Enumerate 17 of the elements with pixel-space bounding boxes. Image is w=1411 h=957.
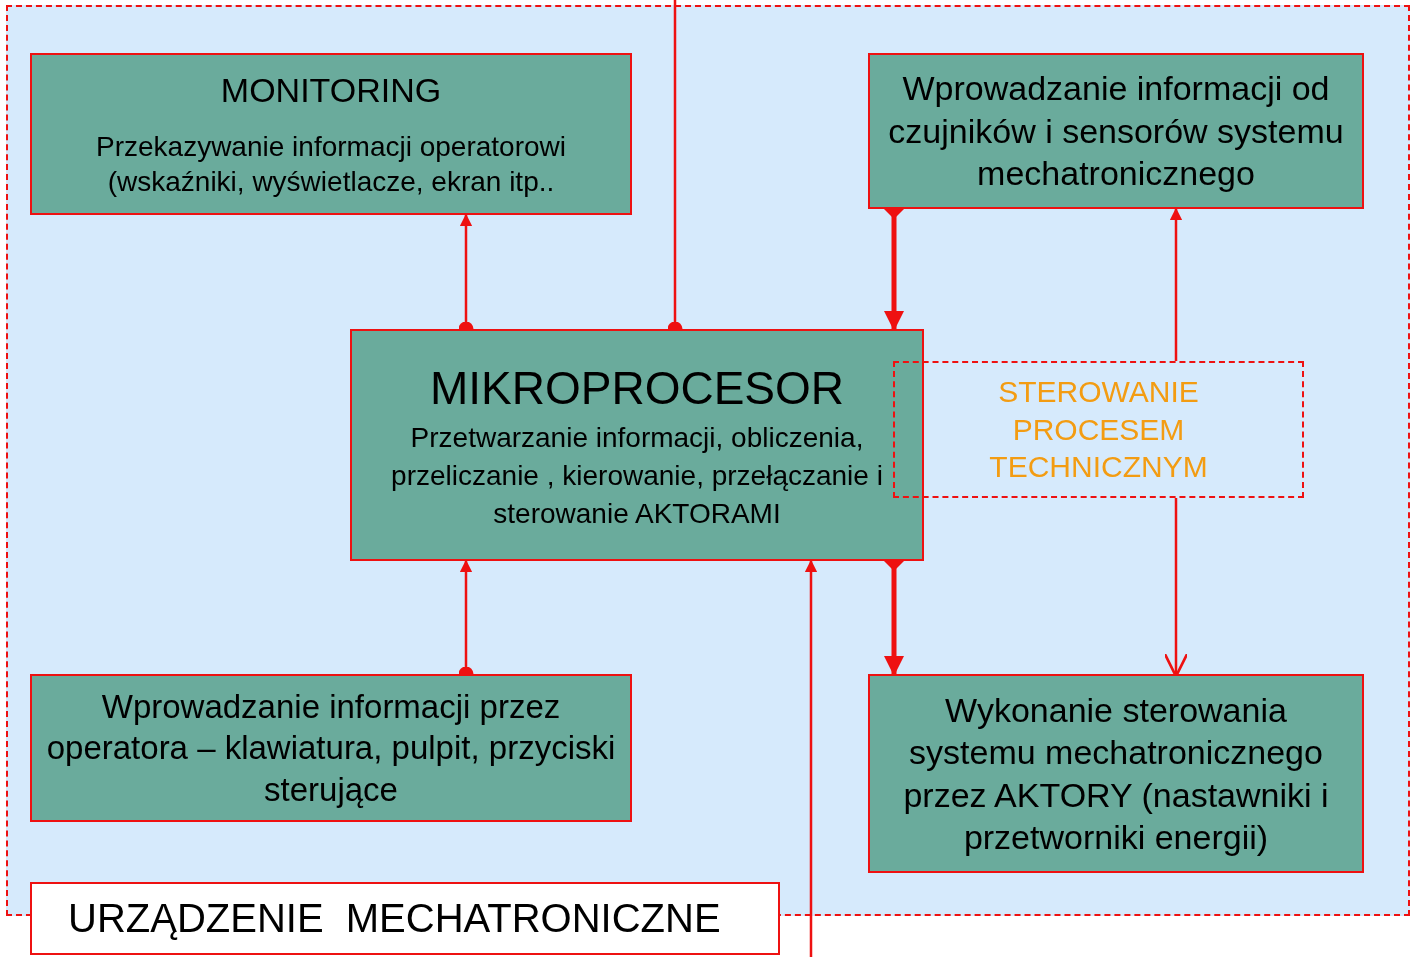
box-text: Przetwarzanie informacji, obliczenia, przeliczanie , kierowanie, przełączanie i sterowanie AKTORAMI xyxy=(390,421,884,531)
box-text: Wykonanie sterowania systemu mechatronicznego przez AKTORY (nastawniki i przetworniki energii) xyxy=(902,689,1330,858)
process-box xyxy=(868,674,1364,873)
box-text: STEROWANIE PROCESEM TECHNICZNYM xyxy=(988,374,1209,486)
arrow xyxy=(804,559,818,957)
process-box xyxy=(868,53,1364,209)
box-text: Przekazywanie informacji operatorowi (wskaźniki, wyświetlacze, ekran itp.. xyxy=(95,130,567,200)
processor-box xyxy=(350,329,924,561)
box-heading: MIKROPROCESOR xyxy=(429,361,844,417)
box-heading: MONITORING xyxy=(220,69,442,111)
device-title: URZĄDZENIE MECHATRONICZNE xyxy=(30,882,780,955)
process-box xyxy=(30,53,632,215)
arrow xyxy=(1169,207,1183,361)
dashed-box xyxy=(893,361,1304,498)
box-text: Wprowadzanie informacji od czujników i sensorów systemu mechatronicznego xyxy=(887,68,1345,195)
box-text: Wprowadzanie informacji przez operatora – klawiatura, pulpit, przyciski sterujące xyxy=(45,687,617,810)
process-box xyxy=(30,674,632,822)
